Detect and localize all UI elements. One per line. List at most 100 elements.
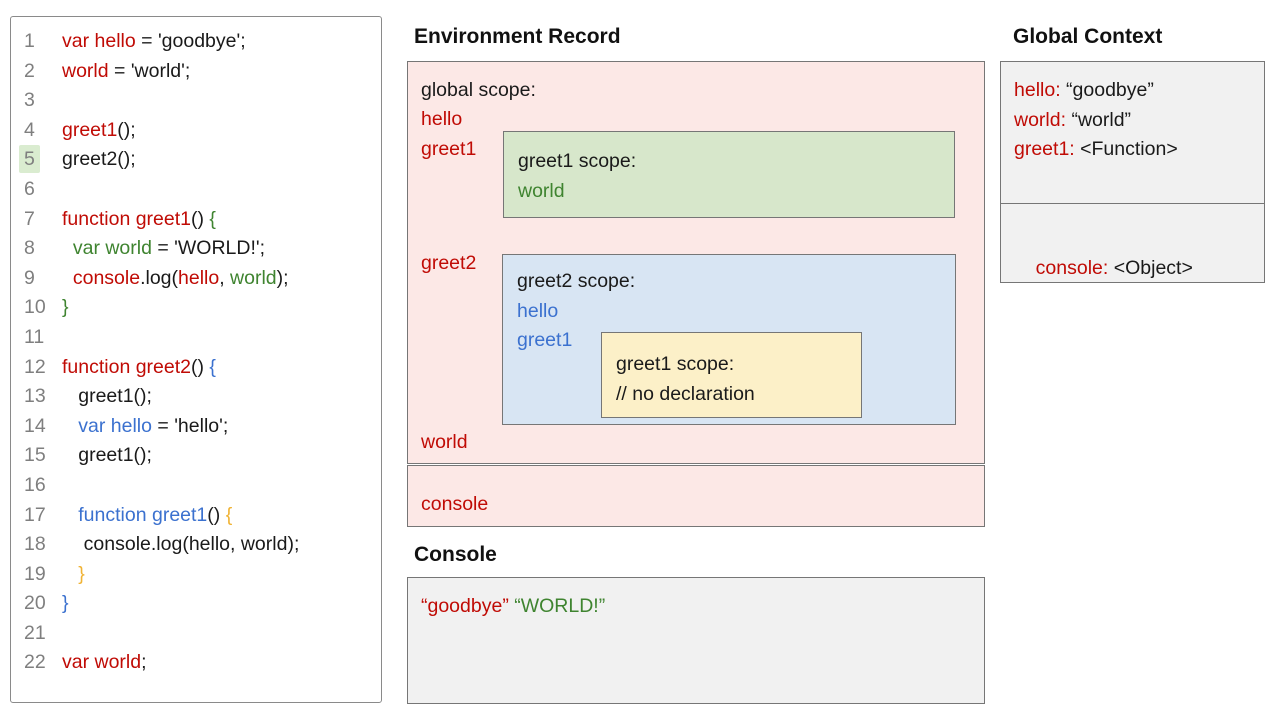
code-line: 8 var world = 'WORLD!'; [11, 234, 381, 264]
code-token: hello [178, 266, 220, 289]
global-context-title: Global Context [1013, 25, 1163, 48]
console-title: Console [414, 543, 497, 566]
code-token [62, 237, 73, 259]
greet2-scope-var-greet1: greet1 [517, 329, 573, 351]
code-token: () [207, 503, 226, 526]
line-number: 2 [24, 59, 35, 82]
code-token: world [230, 266, 277, 289]
code-line: 13 greet1(); [11, 382, 381, 412]
inner-greet1-scope-box: greet1 scope: // no declaration [601, 332, 862, 418]
code-line: 14 var hello = 'hello'; [11, 412, 381, 442]
code-text: function greet2() { [62, 353, 216, 383]
code-token: console [72, 266, 141, 289]
code-token: = 'goodbye'; [135, 30, 246, 52]
global-context-row-label: world: [1014, 108, 1067, 131]
code-token: greet1(); [62, 444, 152, 467]
code-token: var hello [78, 414, 152, 437]
global-scope-label: global scope: [421, 79, 536, 101]
line-number: 16 [24, 473, 46, 496]
code-line: 9 console.log(hello, world); [11, 264, 381, 294]
global-context-console-row: console: <Object> [1014, 224, 1264, 313]
code-token: { [209, 355, 216, 378]
global-var-world: world [421, 431, 468, 453]
global-context-console-value: <Object> [1108, 256, 1193, 279]
code-token [62, 504, 78, 526]
global-context-console-box: console: <Object> [1000, 203, 1265, 283]
code-token: greet2(); [62, 148, 136, 171]
code-token: .log( [140, 266, 178, 289]
code-text: } [62, 589, 69, 619]
line-number: 11 [24, 325, 45, 348]
global-context-rows: hello: “goodbye”world: “world”greet1: <F… [1014, 76, 1264, 165]
code-text: var hello = 'hello'; [62, 412, 228, 442]
code-token: “goodbye” [421, 595, 509, 617]
code-token: ); [276, 266, 289, 289]
code-text: } [62, 560, 85, 590]
code-text: console.log(hello, world); [62, 264, 289, 294]
code-token: (); [117, 118, 136, 141]
line-number: 20 [24, 592, 46, 615]
code-token [62, 267, 73, 289]
code-line: 15 greet1(); [11, 441, 381, 471]
inner-greet1-scope-label: greet1 scope: [616, 353, 735, 375]
code-token: function greet1 [78, 503, 208, 526]
code-token: greet1 [62, 118, 118, 141]
line-number: 9 [24, 266, 35, 289]
code-line: 6 [11, 175, 381, 205]
console-output-box: “goodbye” “WORLD!” [407, 577, 985, 704]
global-context-row-value: “world” [1066, 108, 1132, 131]
global-context-console-label: console: [1035, 256, 1109, 279]
code-token: world [62, 59, 109, 82]
global-context-row: greet1: <Function> [1014, 135, 1264, 165]
code-line: 19 } [11, 560, 381, 590]
code-token: { [225, 503, 233, 526]
code-token: { [209, 207, 216, 230]
code-line: 11 [11, 323, 381, 353]
greet1-scope-box: greet1 scope: world [503, 131, 955, 218]
line-number: 14 [24, 414, 46, 437]
global-context-row: hello: “goodbye” [1014, 76, 1264, 106]
code-text: var world = 'WORLD!'; [62, 234, 265, 264]
code-text: greet2(); [62, 145, 136, 175]
code-line: 20} [11, 589, 381, 619]
code-text: var world; [62, 648, 147, 678]
console-output-line: “goodbye” “WORLD!” [421, 592, 984, 622]
code-token: function greet1 [62, 207, 192, 230]
line-number: 22 [24, 651, 46, 674]
code-token: ; [141, 651, 147, 674]
code-line: 3 [11, 86, 381, 116]
inner-greet1-scope-comment: // no declaration [616, 382, 755, 405]
console-binding-box: console [407, 465, 985, 527]
global-context-row-value: “goodbye” [1060, 79, 1154, 101]
code-token: greet1(); [62, 385, 152, 408]
global-scope-box: global scope: hello greet1 greet1 scope:… [407, 61, 985, 464]
greet2-scope-var-hello: hello [517, 300, 559, 322]
code-token: = 'world'; [108, 59, 191, 82]
console-binding-label: console [421, 493, 489, 515]
code-token: “WORLD!” [514, 595, 606, 617]
code-token [62, 563, 78, 585]
code-line: 18 console.log(hello, world); [11, 530, 381, 560]
code-line: 16 [11, 471, 381, 501]
code-token [62, 415, 78, 437]
code-text: var hello = 'goodbye'; [62, 27, 246, 57]
line-number: 4 [24, 118, 35, 141]
line-number: 10 [24, 296, 46, 319]
greet1-scope-var-world: world [518, 179, 565, 202]
global-var-greet2: greet2 [421, 252, 477, 274]
code-token: var world [72, 237, 152, 260]
code-text: greet1(); [62, 116, 136, 146]
code-token: function greet2 [62, 355, 192, 378]
code-line: 21 [11, 619, 381, 649]
code-text: greet1(); [62, 441, 152, 471]
global-context-row: world: “world” [1014, 106, 1264, 136]
line-number: 21 [24, 621, 46, 644]
code-text: world = 'world'; [62, 57, 190, 87]
line-number: 3 [24, 89, 35, 112]
code-token: } [62, 592, 69, 615]
code-token: = 'hello'; [151, 414, 229, 437]
code-token: , [219, 266, 231, 289]
